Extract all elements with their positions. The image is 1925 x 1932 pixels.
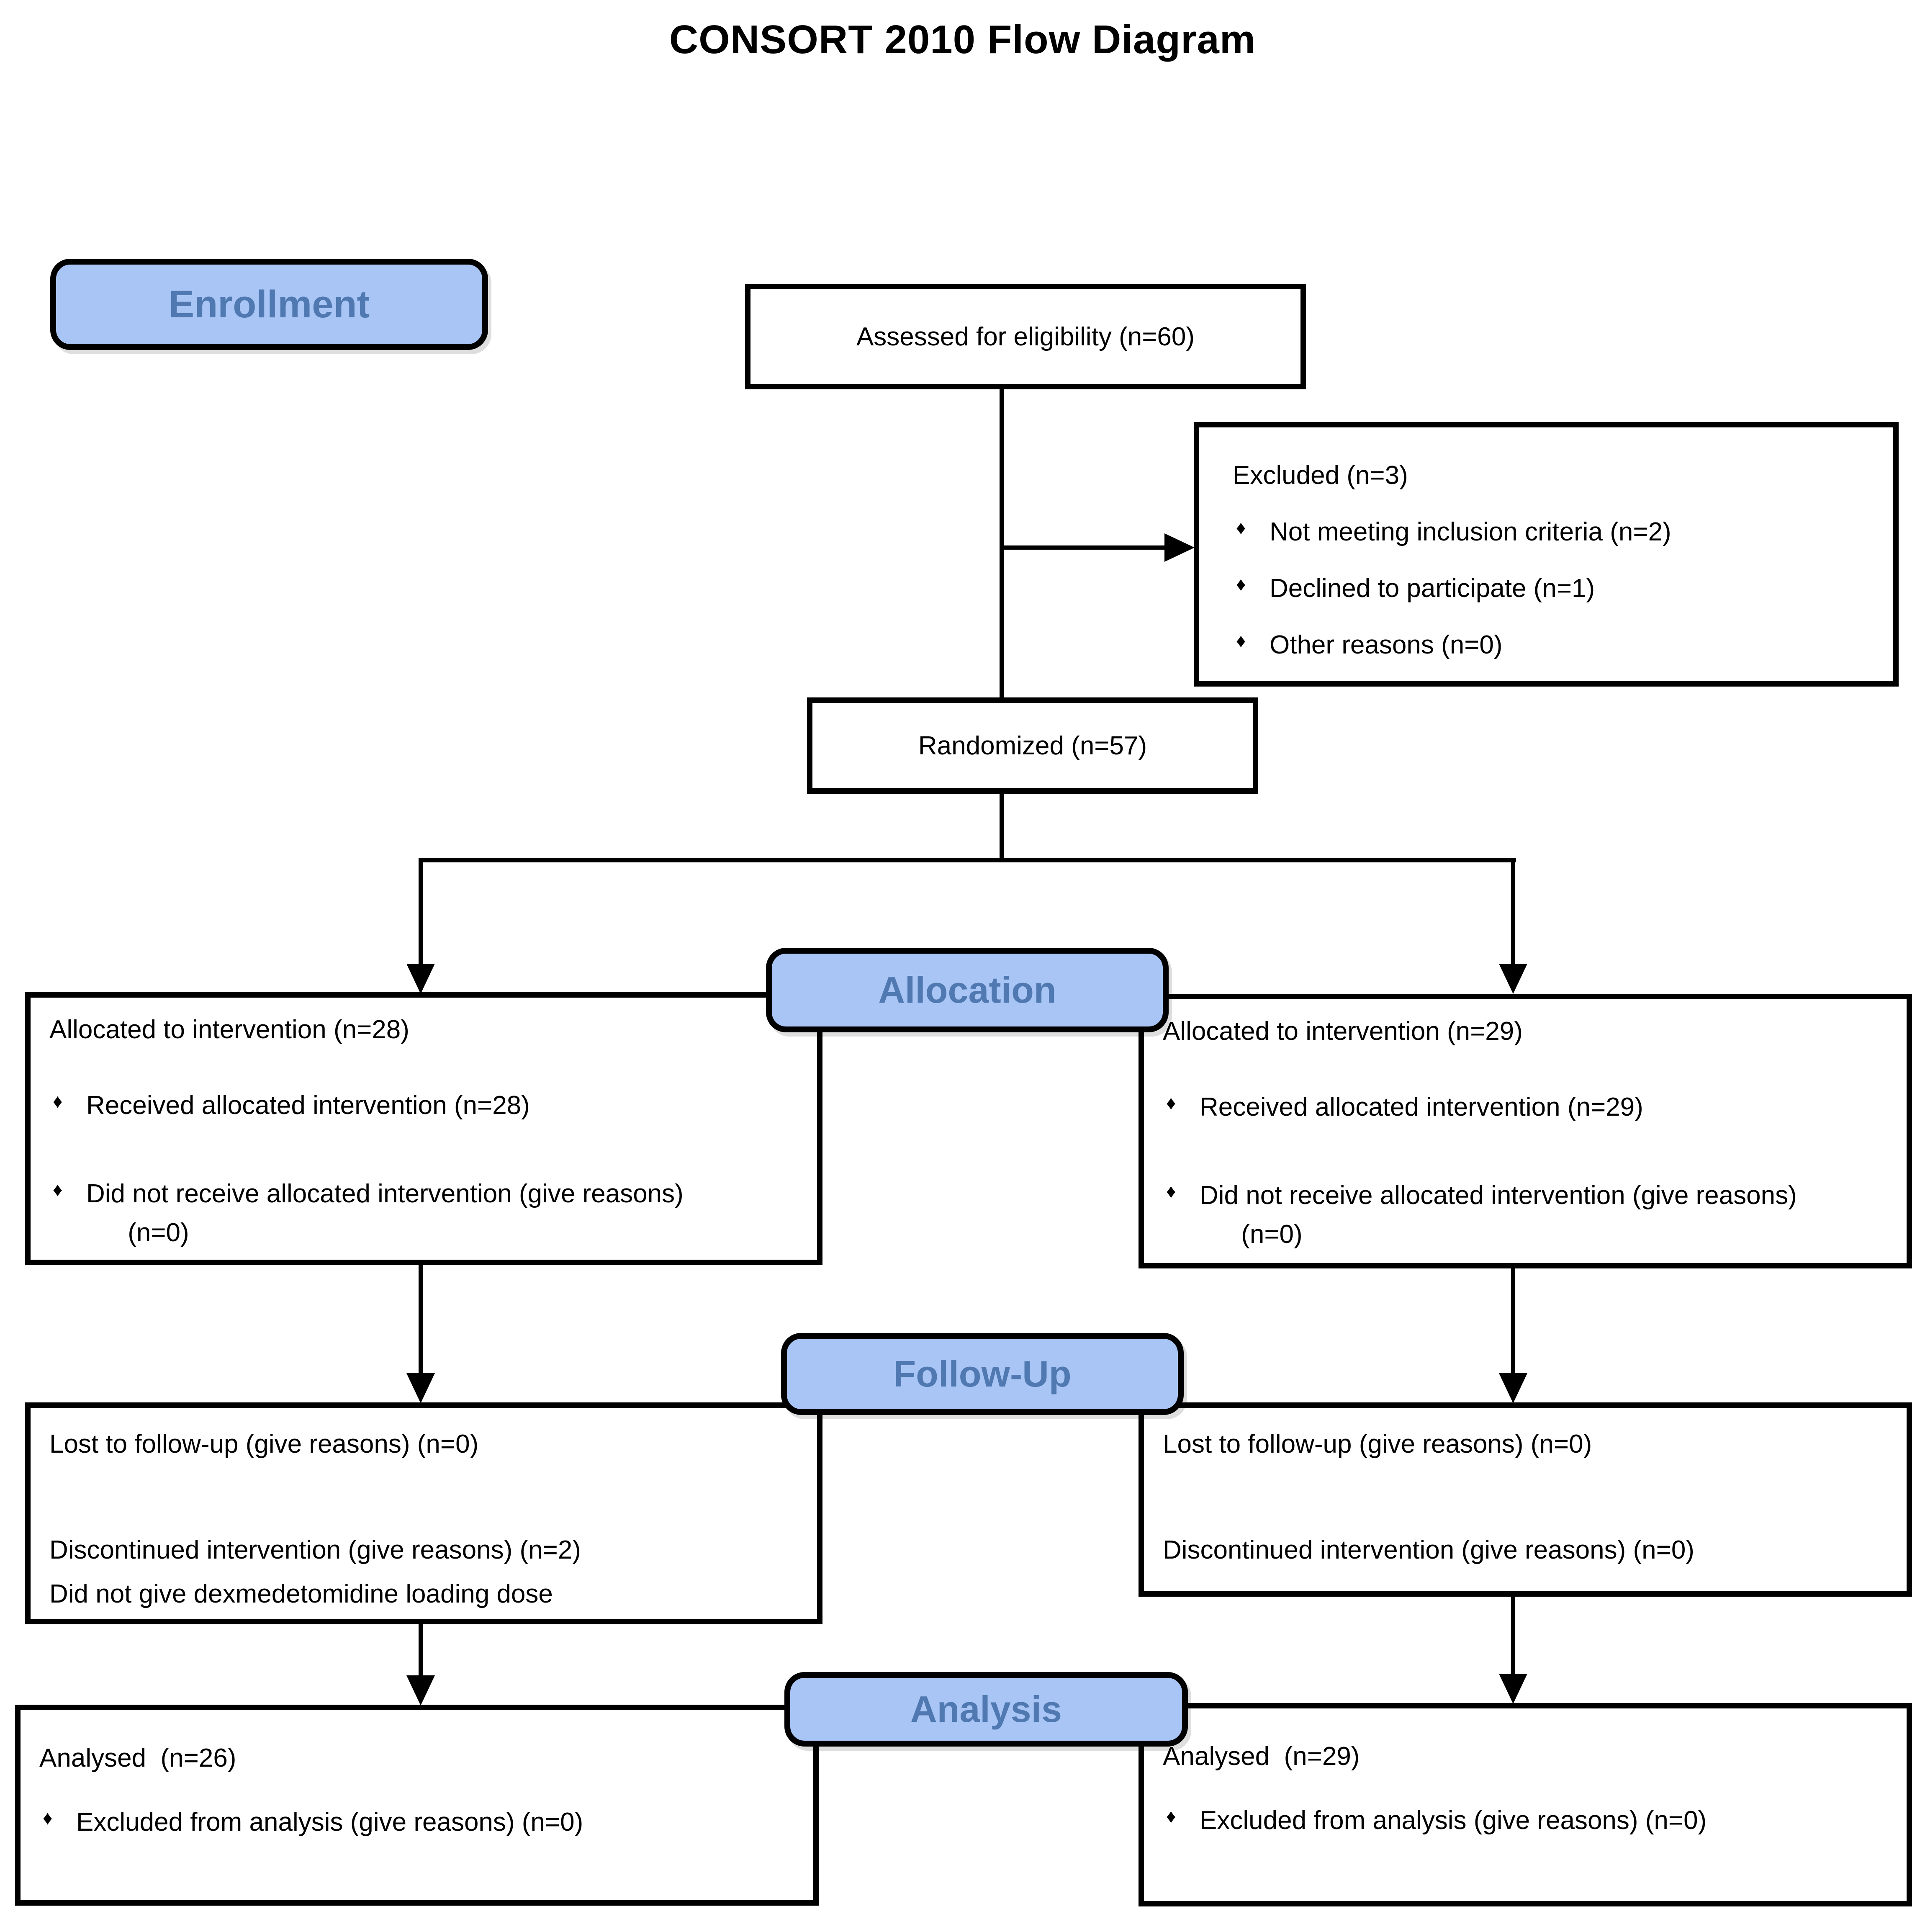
list-item-text: Declined to participate (n=1) (1270, 574, 1595, 603)
stage-label-followup: Follow-Up (781, 1333, 1184, 1415)
stage-label-allocation: Allocation (766, 948, 1169, 1032)
stage-label-text: Allocation (878, 969, 1056, 1011)
list-item: ♦ Received allocated intervention (n=29) (1166, 1088, 1888, 1127)
connector-split-to-alloc-right (1511, 858, 1515, 966)
list-item: ♦ Other reasons (n=0) (1236, 625, 1860, 664)
randomized-text: Randomized (n=57) (918, 731, 1147, 760)
page-title: CONSORT 2010 Flow Diagram (669, 17, 1256, 62)
allocation-title: Allocated to intervention (n=29) (1163, 1017, 1523, 1046)
analysis-box-left: Analysed (n=26) ♦ Excluded from analysis… (15, 1705, 819, 1906)
list-item-text: Other reasons (n=0) (1270, 630, 1503, 659)
followup-box-right: Lost to follow-up (give reasons) (n=0) D… (1139, 1402, 1912, 1597)
analysis-box-right: Analysed (n=29) ♦ Excluded from analysis… (1139, 1703, 1912, 1906)
diamond-bullet-icon: ♦ (1236, 630, 1246, 651)
list-item: ♦ Declined to participate (n=1) (1236, 569, 1860, 608)
diamond-bullet-icon: ♦ (43, 1807, 53, 1829)
allocation-box-intervention-left: Allocated to intervention (n=28) ♦ Recei… (25, 992, 822, 1265)
connector-alloc-to-followup-left (419, 1264, 423, 1376)
list-item: ♦ Received allocated intervention (n=28) (53, 1086, 798, 1125)
list-item-text: Excluded from analysis (give reasons) (n… (76, 1808, 583, 1837)
analysed-title: Analysed (n=26) (39, 1744, 236, 1773)
arrowhead-down-icon (406, 1675, 435, 1706)
analysed-title: Analysed (n=29) (1163, 1742, 1360, 1771)
list-item-text: Not meeting inclusion criteria (n=2) (1270, 517, 1671, 546)
list-item-text: Did not receive allocated intervention (… (1200, 1181, 1797, 1249)
arrowhead-down-icon (406, 964, 435, 994)
list-item: ♦ Did not receive allocated intervention… (53, 1174, 798, 1252)
arrowhead-right-icon (1164, 533, 1195, 562)
discontinued-text: Discontinued intervention (give reasons)… (49, 1536, 581, 1564)
list-item: ♦ Not meeting inclusion criteria (n=2) (1236, 512, 1860, 551)
stage-label-text: Enrollment (168, 283, 370, 326)
arrowhead-down-icon (1499, 1373, 1527, 1403)
arrowhead-down-icon (406, 1373, 435, 1403)
randomized-box: Randomized (n=57) (807, 697, 1258, 794)
allocation-box-intervention-right: Allocated to intervention (n=29) ♦ Recei… (1139, 994, 1912, 1268)
discontinued-text: Discontinued intervention (give reasons)… (1163, 1536, 1694, 1564)
diamond-bullet-icon: ♦ (1236, 573, 1246, 595)
connector-followup-to-analysis-right (1511, 1596, 1515, 1676)
diamond-bullet-icon: ♦ (1166, 1180, 1176, 1202)
connector-followup-to-analysis-left (419, 1623, 423, 1677)
lost-to-followup-text: Lost to follow-up (give reasons) (n=0) (49, 1430, 479, 1459)
connector-split-to-alloc-left (419, 858, 423, 966)
diamond-bullet-icon: ♦ (1236, 517, 1246, 538)
list-item-text: Received allocated intervention (n=28) (86, 1091, 530, 1120)
list-item: ♦ Did not receive allocated intervention… (1166, 1176, 1888, 1254)
connector-assessed-to-randomized (1000, 389, 1004, 699)
assessed-eligibility-box: Assessed for eligibility (n=60) (745, 284, 1306, 389)
arrowhead-down-icon (1499, 964, 1527, 994)
connector-randomized-to-split (1000, 792, 1004, 860)
connector-to-excluded (1000, 545, 1167, 550)
diamond-bullet-icon: ♦ (53, 1178, 63, 1200)
assessed-eligibility-text: Assessed for eligibility (n=60) (856, 322, 1195, 351)
list-item: ♦ Excluded from analysis (give reasons) … (43, 1803, 794, 1842)
allocation-title: Allocated to intervention (n=28) (49, 1015, 409, 1044)
discontinued-reason-text: Did not give dexmedetomidine loading dos… (49, 1580, 553, 1608)
connector-split-horizontal (419, 858, 1516, 862)
stage-label-text: Follow-Up (893, 1353, 1072, 1394)
list-item: ♦ Excluded from analysis (give reasons) … (1166, 1801, 1888, 1840)
followup-box-left: Lost to follow-up (give reasons) (n=0) D… (25, 1402, 822, 1624)
connector-alloc-to-followup-right (1511, 1268, 1515, 1376)
stage-label-text: Analysis (910, 1688, 1062, 1730)
diamond-bullet-icon: ♦ (1166, 1805, 1176, 1827)
stage-label-enrollment: Enrollment (50, 259, 488, 350)
list-item-text: Did not receive allocated intervention (… (86, 1179, 684, 1247)
lost-to-followup-text: Lost to follow-up (give reasons) (n=0) (1163, 1430, 1592, 1459)
excluded-title: Excluded (n=3) (1233, 461, 1408, 490)
diamond-bullet-icon: ♦ (1166, 1092, 1176, 1114)
stage-label-analysis: Analysis (784, 1672, 1188, 1747)
excluded-box: Excluded (n=3) ♦ Not meeting inclusion c… (1194, 422, 1899, 687)
list-item-text: Excluded from analysis (give reasons) (n… (1200, 1806, 1707, 1835)
diamond-bullet-icon: ♦ (53, 1090, 63, 1112)
arrowhead-down-icon (1499, 1674, 1527, 1704)
list-item-text: Received allocated intervention (n=29) (1200, 1093, 1643, 1122)
